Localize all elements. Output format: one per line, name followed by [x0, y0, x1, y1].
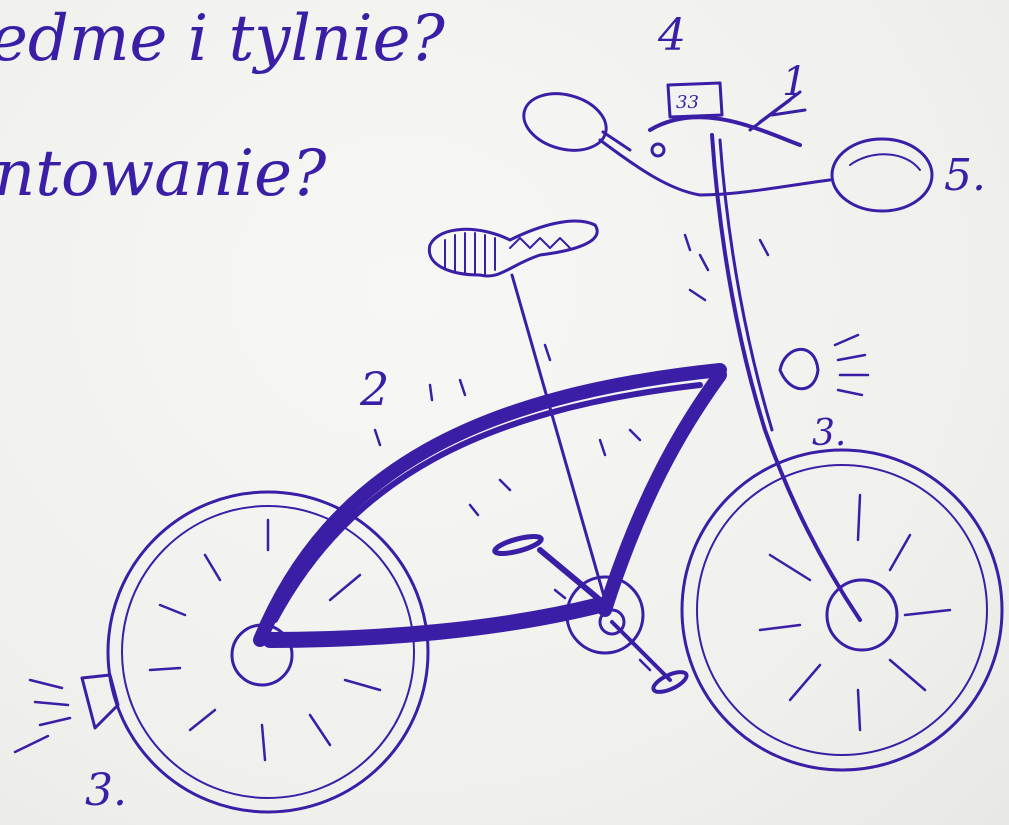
- rear-wheel: [108, 492, 428, 812]
- label-mirror: 5.: [944, 150, 986, 201]
- label-rear-light: 3.: [85, 765, 127, 816]
- bike-computer: 33: [668, 83, 722, 117]
- right-mirror: [832, 139, 932, 211]
- label-bell: 1: [782, 59, 807, 105]
- handwriting-line-2: ntowanie?: [0, 137, 327, 211]
- front-wheel: [682, 450, 1002, 770]
- front-light: [780, 335, 868, 395]
- label-front-light: 3.: [812, 413, 846, 454]
- rear-light: [15, 675, 118, 752]
- display-text: 33: [676, 92, 699, 113]
- label-display: 4: [657, 10, 686, 61]
- handwriting-line-1: edme i tylnie?: [0, 2, 445, 76]
- label-frame: 2: [359, 362, 389, 416]
- saddle: [429, 221, 597, 276]
